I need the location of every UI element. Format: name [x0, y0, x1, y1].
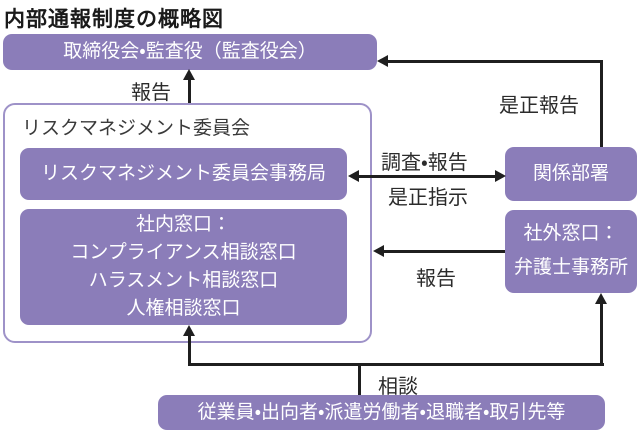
internal-contact-line: ハラスメント相談窓口	[88, 270, 279, 291]
consultation-stem-line	[358, 364, 361, 395]
external-report-arrowhead-icon	[373, 245, 384, 257]
correction-report-arrow-label: 是正報告	[499, 95, 579, 117]
external-report-arrow-label: 報告	[416, 268, 456, 290]
internal-contact-box: 社内窓口： コンプライアンス相談窓口 ハラスメント相談窓口 人権相談窓口	[20, 209, 347, 325]
report-to-board-arrowhead-icon	[183, 69, 195, 80]
investigation-arrowhead-left-icon	[348, 170, 359, 182]
external-contact-line: 弁護士事務所	[513, 257, 628, 278]
correction-report-arrow-hline	[386, 60, 603, 63]
internal-contact-line: コンプライアンス相談窓口	[70, 242, 297, 263]
investigation-arrowhead-right-icon	[495, 170, 506, 182]
consultation-hline	[188, 363, 604, 366]
risk-committee-label: リスクマネジメント委員会	[22, 118, 251, 139]
consultation-left-arrowhead-icon	[183, 325, 195, 336]
diagram-title: 内部通報制度の概略図	[4, 8, 224, 31]
consultation-left-vline	[188, 334, 191, 365]
correction-report-arrow-vline	[600, 60, 603, 147]
investigation-arrow-line	[358, 175, 496, 178]
correction-report-arrowhead-icon	[377, 55, 388, 67]
external-report-arrow-line	[382, 250, 505, 253]
stakeholders-label: 従業員・出向者・派遣労働者・退職者・取引先等	[197, 402, 566, 423]
stakeholders-box: 従業員・出向者・派遣労働者・退職者・取引先等	[158, 395, 605, 430]
board-auditors-box: 取締役会・監査役（監査役会）	[3, 34, 377, 70]
external-contact-box: 社外窓口： 弁護士事務所	[505, 210, 637, 293]
investigation-report-label: 調査・報告	[381, 152, 468, 174]
secretariat-box: リスクマネジメント委員会事務局	[20, 148, 347, 200]
related-dept-box: 関係部署	[505, 147, 637, 201]
internal-contact-line: 社内窓口：	[135, 214, 231, 235]
related-dept-label: 関係部署	[532, 163, 609, 184]
external-contact-line: 社外窓口：	[523, 223, 619, 244]
board-auditors-label: 取締役会・監査役（監査役会）	[63, 41, 317, 62]
internal-contact-line: 人権相談窓口	[126, 298, 241, 319]
correction-instruction-label: 是正指示	[388, 187, 468, 209]
report-to-board-arrow-line	[188, 79, 191, 103]
consultation-right-arrowhead-icon	[595, 293, 607, 304]
secretariat-label: リスクマネジメント委員会事務局	[40, 163, 326, 184]
report-to-board-arrow-label: 報告	[131, 82, 171, 104]
consultation-arrow-label: 相談	[378, 376, 418, 398]
consultation-right-vline	[600, 302, 603, 365]
